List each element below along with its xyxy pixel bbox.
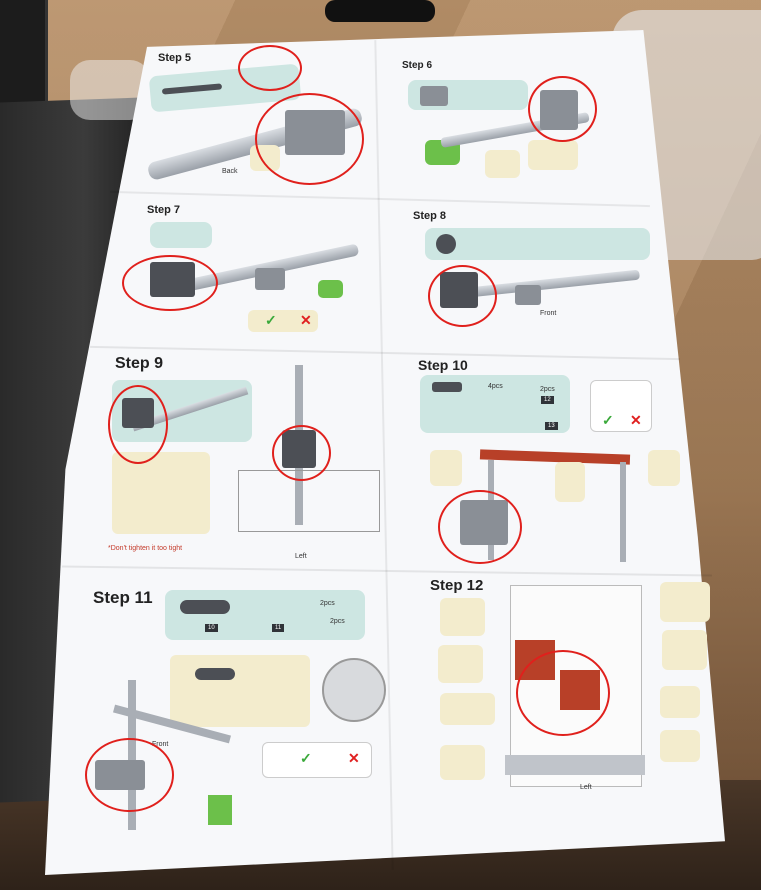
step-11-check-panel [262,742,372,778]
right-upright [620,462,626,562]
step-10-detail-1 [430,450,462,486]
belt-roll [436,234,456,254]
step-12-connector-3 [440,693,495,725]
red-circle-annotation [272,425,331,481]
step-5-title: Step 5 [158,52,192,64]
step-11-green-part [208,795,232,825]
step-7-title: Step 7 [147,204,181,216]
step-6-title: Step 6 [402,60,433,71]
step-11-tag-1: 10 [205,624,218,632]
tool-handle [325,0,435,22]
step-7-checklist [248,310,318,332]
step-12-connector-4 [440,745,485,780]
step-6-detail-2 [528,140,578,170]
cross-icon: ✕ [300,312,312,328]
step-8-title: Step 8 [413,210,447,222]
red-circle-annotation [528,76,597,142]
step-10-qty-2: 2pcs [540,386,555,393]
red-circle-annotation [122,255,218,311]
step-10-detail-2 [555,462,585,502]
step-10-tag-2: 13 [545,422,558,430]
red-circle-annotation [108,385,168,464]
step-5-back-label: Back [222,168,238,175]
cross-icon: ✕ [630,412,642,428]
step-9-title: Step 9 [115,355,164,372]
step-12-title: Step 12 [430,577,484,594]
step-12-connector-7 [660,686,700,718]
screw-part [432,382,462,392]
red-circle-annotation [428,265,497,327]
check-icon: ✓ [602,412,614,428]
step-11-tag-2: 11 [272,624,285,632]
step-9-warning: *Don't tighten it too tight [108,545,183,552]
red-circle-annotation [255,93,364,185]
step-6-detail-1 [485,150,520,178]
red-circle-annotation [238,45,302,91]
spool-holder-part [180,600,230,614]
step-10-title: Step 10 [418,357,468,373]
step-12-connector-8 [660,730,700,762]
step-10-tag-1: 12 [541,396,554,404]
step-11-instruction-panel [170,655,310,727]
spool-holder [195,668,235,680]
step-8-front-label: Front [540,310,557,317]
step-8-block [515,285,541,305]
step-9-left-label: Left [295,553,307,560]
red-circle-annotation [438,490,522,564]
step-11-zoom-detail [322,658,386,722]
step-7-block [255,268,285,290]
step-10-check-panel [590,380,652,432]
step-12-connector-1 [440,598,485,636]
cross-icon: ✕ [348,750,360,766]
step-7-parts-panel [150,222,212,248]
step-12-connector-5 [660,582,710,622]
step-11-front-label: Front [152,741,169,748]
step-12-base [505,755,645,775]
step-9-closeup [112,452,210,534]
check-icon: ✓ [265,312,277,328]
step-11-qty-2: 2pcs [330,618,345,625]
step-8-parts-panel [425,228,650,260]
step-6-part [420,86,448,106]
step-12-connector-2 [438,645,483,683]
step-11-qty-1: 2pcs [320,600,335,607]
step-11-title: Step 11 [93,588,153,607]
step-12-connector-6 [662,630,707,670]
step-10-detail-3 [648,450,680,486]
step-11-parts-panel [165,590,365,640]
check-icon: ✓ [300,750,312,766]
step-7-green-part [318,280,343,298]
red-circle-annotation [516,650,610,736]
red-circle-annotation [85,738,174,812]
step-10-qty-1: 4pcs [488,383,503,390]
step-12-left-label: Left [580,784,592,791]
